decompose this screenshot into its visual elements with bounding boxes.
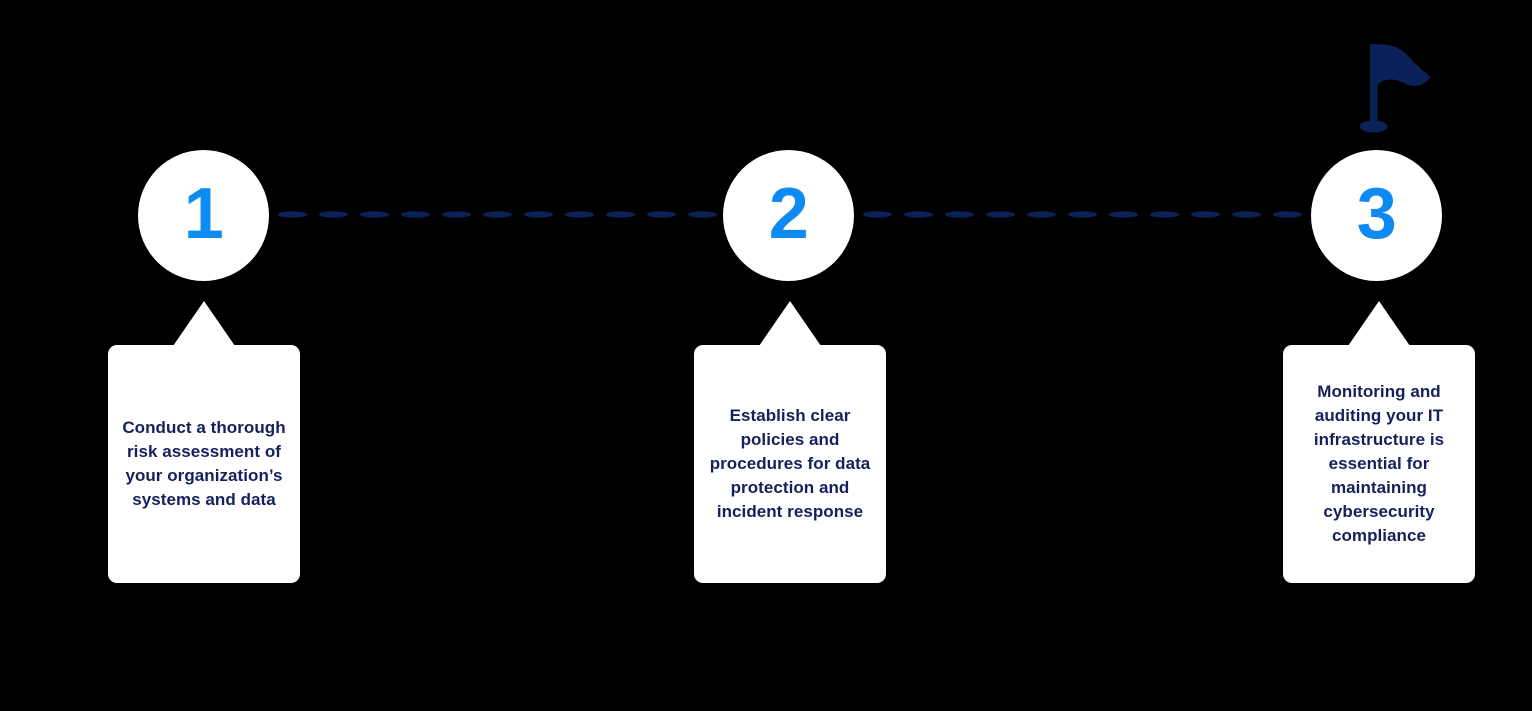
card-pointer-1 (173, 301, 235, 346)
card-pointer-3 (1348, 301, 1410, 346)
step-number-3: 3 (1356, 173, 1397, 254)
step-number-1: 1 (183, 173, 224, 254)
dotted-connector-1-2 (272, 210, 732, 219)
step-card-text-3: Monitoring and auditing your IT infrastr… (1313, 382, 1445, 545)
step-circle-2: 2 (723, 150, 854, 281)
step-card-text-2: Establish clear policies and procedures … (709, 406, 871, 521)
step-card-3: Monitoring and auditing your IT infrastr… (1283, 301, 1475, 583)
step-circle-3: 3 (1311, 150, 1442, 281)
step-circle-1: 1 (138, 150, 269, 281)
step-card-1: Conduct a thorough risk assessment of yo… (108, 301, 300, 583)
step-card-2: Establish clear policies and procedures … (694, 301, 886, 583)
card-pointer-2 (759, 301, 821, 346)
step-number-2: 2 (768, 173, 809, 254)
step-card-text-1: Conduct a thorough risk assessment of yo… (122, 418, 286, 509)
flag-icon (1352, 40, 1444, 135)
dotted-connector-2-3 (857, 210, 1319, 219)
